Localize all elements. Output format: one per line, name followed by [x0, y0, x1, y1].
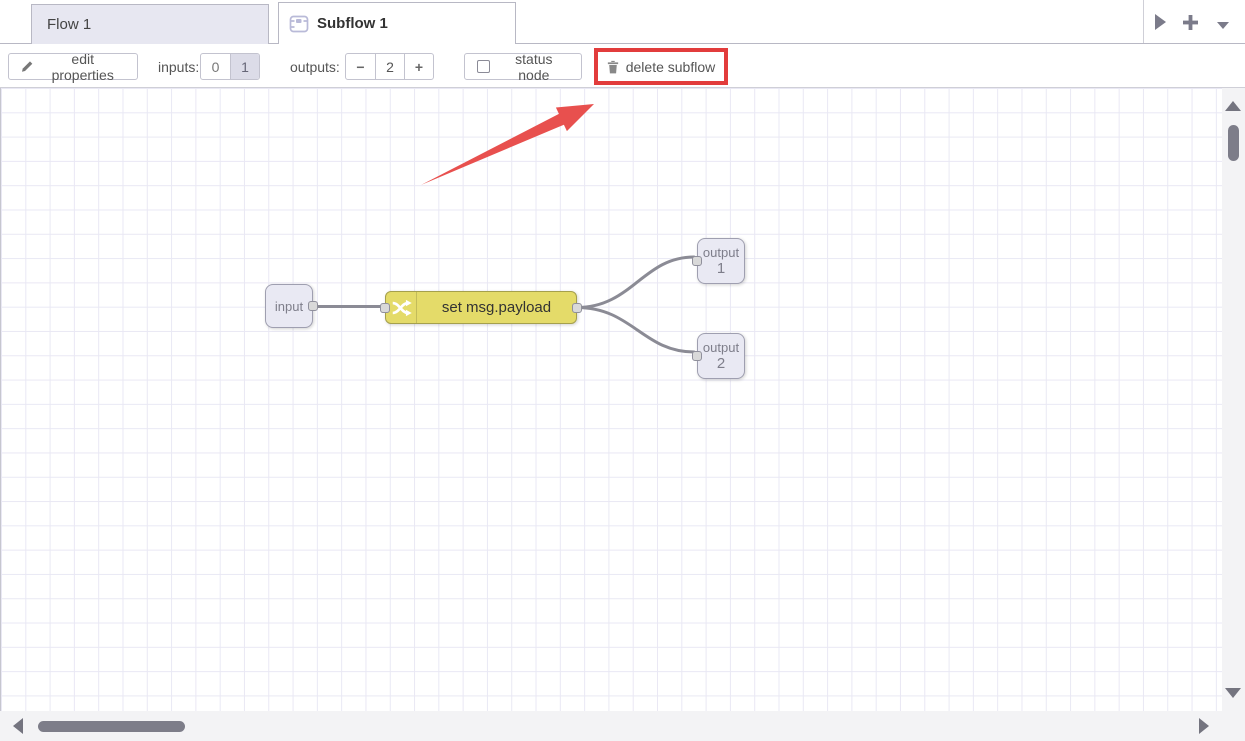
- node-output1-number: 1: [716, 260, 726, 277]
- horizontal-scrollbar[interactable]: [0, 711, 1222, 741]
- shuffle-icon: [392, 299, 412, 316]
- node-subflow-output-1[interactable]: output 1: [692, 238, 745, 284]
- tab-flow-1-label: Flow 1: [47, 16, 92, 33]
- change-node-icon-region: [386, 292, 417, 323]
- node-output1-input-port[interactable]: [692, 256, 702, 266]
- pencil-icon: [22, 61, 33, 72]
- inputs-toggle-group: 0 1: [200, 53, 260, 80]
- edit-properties-button[interactable]: edit properties: [8, 50, 138, 83]
- delete-subflow-label: delete subflow: [625, 58, 716, 75]
- node-output2-number: 2: [716, 355, 726, 372]
- change-node-label: set msg.payload: [441, 299, 552, 316]
- tab-scroll-right-icon: [1154, 14, 1166, 30]
- node-output2-label: output: [702, 340, 740, 355]
- plus-icon: [1182, 14, 1198, 30]
- scroll-right-icon[interactable]: [1199, 718, 1209, 734]
- tab-list-menu-button[interactable]: [1209, 11, 1237, 39]
- outputs-decrement-button[interactable]: −: [356, 58, 365, 75]
- node-subflow-input[interactable]: input: [265, 284, 318, 328]
- inputs-option-1[interactable]: 1: [230, 54, 259, 79]
- vertical-scroll-thumb[interactable]: [1228, 125, 1239, 161]
- node-subflow-output-2[interactable]: output 2: [692, 333, 745, 379]
- outputs-label: outputs:: [290, 59, 340, 75]
- status-node-label: status node: [515, 50, 553, 83]
- node-input-output-port[interactable]: [308, 301, 318, 311]
- node-change[interactable]: set msg.payload: [380, 291, 582, 324]
- scroll-down-icon[interactable]: [1225, 688, 1241, 698]
- node-output2-input-port[interactable]: [692, 351, 702, 361]
- tab-flow-1[interactable]: Flow 1: [31, 4, 269, 44]
- inputs-option-0[interactable]: 0: [211, 58, 220, 75]
- status-node-checkbox[interactable]: [477, 60, 490, 73]
- tab-subflow-1[interactable]: Subflow 1: [278, 2, 516, 44]
- subflow-icon: [289, 14, 309, 34]
- outputs-value: 2: [375, 54, 404, 79]
- edit-properties-label: edit properties: [51, 50, 114, 83]
- change-node-input-port[interactable]: [380, 302, 390, 313]
- add-tab-button[interactable]: [1176, 8, 1204, 36]
- subflow-toolbar: edit properties inputs: 0 1 outputs: − 2…: [0, 44, 1245, 88]
- inputs-label: inputs:: [158, 59, 200, 75]
- trash-icon: [607, 60, 618, 73]
- flow-canvas[interactable]: [0, 88, 1222, 711]
- delete-subflow-highlight-box: delete subflow: [594, 48, 728, 85]
- tabbar-separator: [1143, 0, 1144, 43]
- vertical-scrollbar[interactable]: [1222, 88, 1245, 711]
- scrollbar-corner: [1222, 711, 1245, 741]
- status-node-toggle-button[interactable]: status node: [464, 50, 582, 83]
- outputs-increment-button[interactable]: +: [404, 54, 433, 79]
- change-node-output-port[interactable]: [572, 302, 582, 313]
- horizontal-scroll-thumb[interactable]: [38, 721, 185, 732]
- scroll-up-icon[interactable]: [1225, 101, 1241, 111]
- outputs-spinner-group: − 2 +: [345, 53, 434, 80]
- node-output1-label: output: [702, 245, 740, 260]
- tab-bar: Flow 1 Subflow 1: [0, 0, 1245, 44]
- chevron-down-icon: [1217, 21, 1229, 29]
- tab-scroll-right-button[interactable]: [1146, 8, 1174, 36]
- tab-subflow-1-label: Subflow 1: [317, 15, 388, 32]
- scroll-left-icon[interactable]: [13, 718, 23, 734]
- delete-subflow-button[interactable]: delete subflow: [606, 58, 716, 75]
- node-input-label: input: [274, 298, 304, 314]
